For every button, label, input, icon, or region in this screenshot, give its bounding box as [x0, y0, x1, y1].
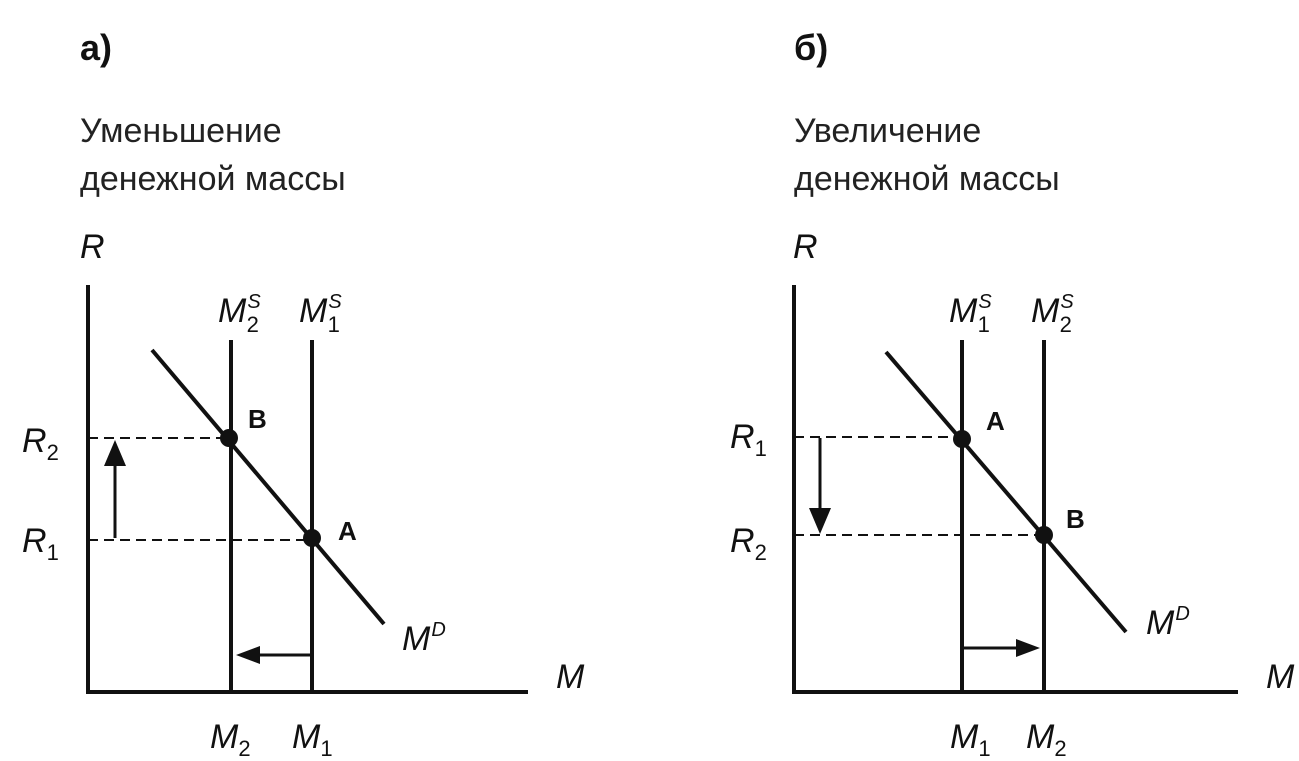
panel-b-rate-arrow-head	[809, 508, 831, 534]
panel-a-point-b	[220, 429, 238, 447]
panel-a-y-tick-r1: R1	[22, 522, 59, 565]
panel-a-demand-curve	[150, 348, 386, 626]
panel-a-point-a	[303, 529, 321, 547]
panel-a-y-tick-r2: R2	[22, 422, 59, 465]
panel-b-letter: б)	[794, 27, 828, 68]
panel-b-shift-arrow-head	[1016, 639, 1040, 657]
panel-a-shift-arrow-head	[236, 646, 260, 664]
panel-b-point-a-label: A	[986, 406, 1005, 436]
panel-b-title-line2: денежной массы	[794, 160, 1060, 198]
panel-b-point-a	[953, 430, 971, 448]
panel-b-y-tick-r2: R2	[730, 522, 767, 565]
panel-a-x-axis-label: M	[556, 658, 585, 696]
panel-a-demand-label: MD	[402, 619, 446, 658]
panel-a-x-tick-m1: M1	[292, 718, 333, 761]
panel-b-x-tick-m2: M2	[1026, 718, 1067, 761]
panel-b-x-axis-label: M	[1266, 658, 1295, 696]
panel-b-y-tick-r1: R1	[730, 418, 767, 461]
panel-a-point-b-label: B	[248, 404, 267, 434]
panel-a-letter: а)	[80, 27, 112, 68]
panel-a-point-a-label: A	[338, 516, 357, 546]
panel-b-y-axis-label: R	[793, 228, 818, 266]
panel-a-x-tick-m2: M2	[210, 718, 251, 761]
panel-b-x-tick-m1: M1	[950, 718, 991, 761]
panel-b-demand-label: MD	[1146, 603, 1190, 642]
panel-a-y-axis-label: R	[80, 228, 105, 266]
panel-a-title-line2: денежной массы	[80, 160, 346, 198]
panel-b-demand-curve	[884, 350, 1128, 634]
panel-b-point-b	[1035, 526, 1053, 544]
panel-a-axes	[86, 285, 528, 694]
panel-a-title-line1: Уменьшение	[80, 112, 282, 150]
panel-b-axes	[792, 285, 1238, 694]
panel-a-rate-arrow-head	[104, 440, 126, 466]
panel-b-point-b-label: B	[1066, 504, 1085, 534]
panel-b-title-line1: Увеличение	[794, 112, 981, 150]
